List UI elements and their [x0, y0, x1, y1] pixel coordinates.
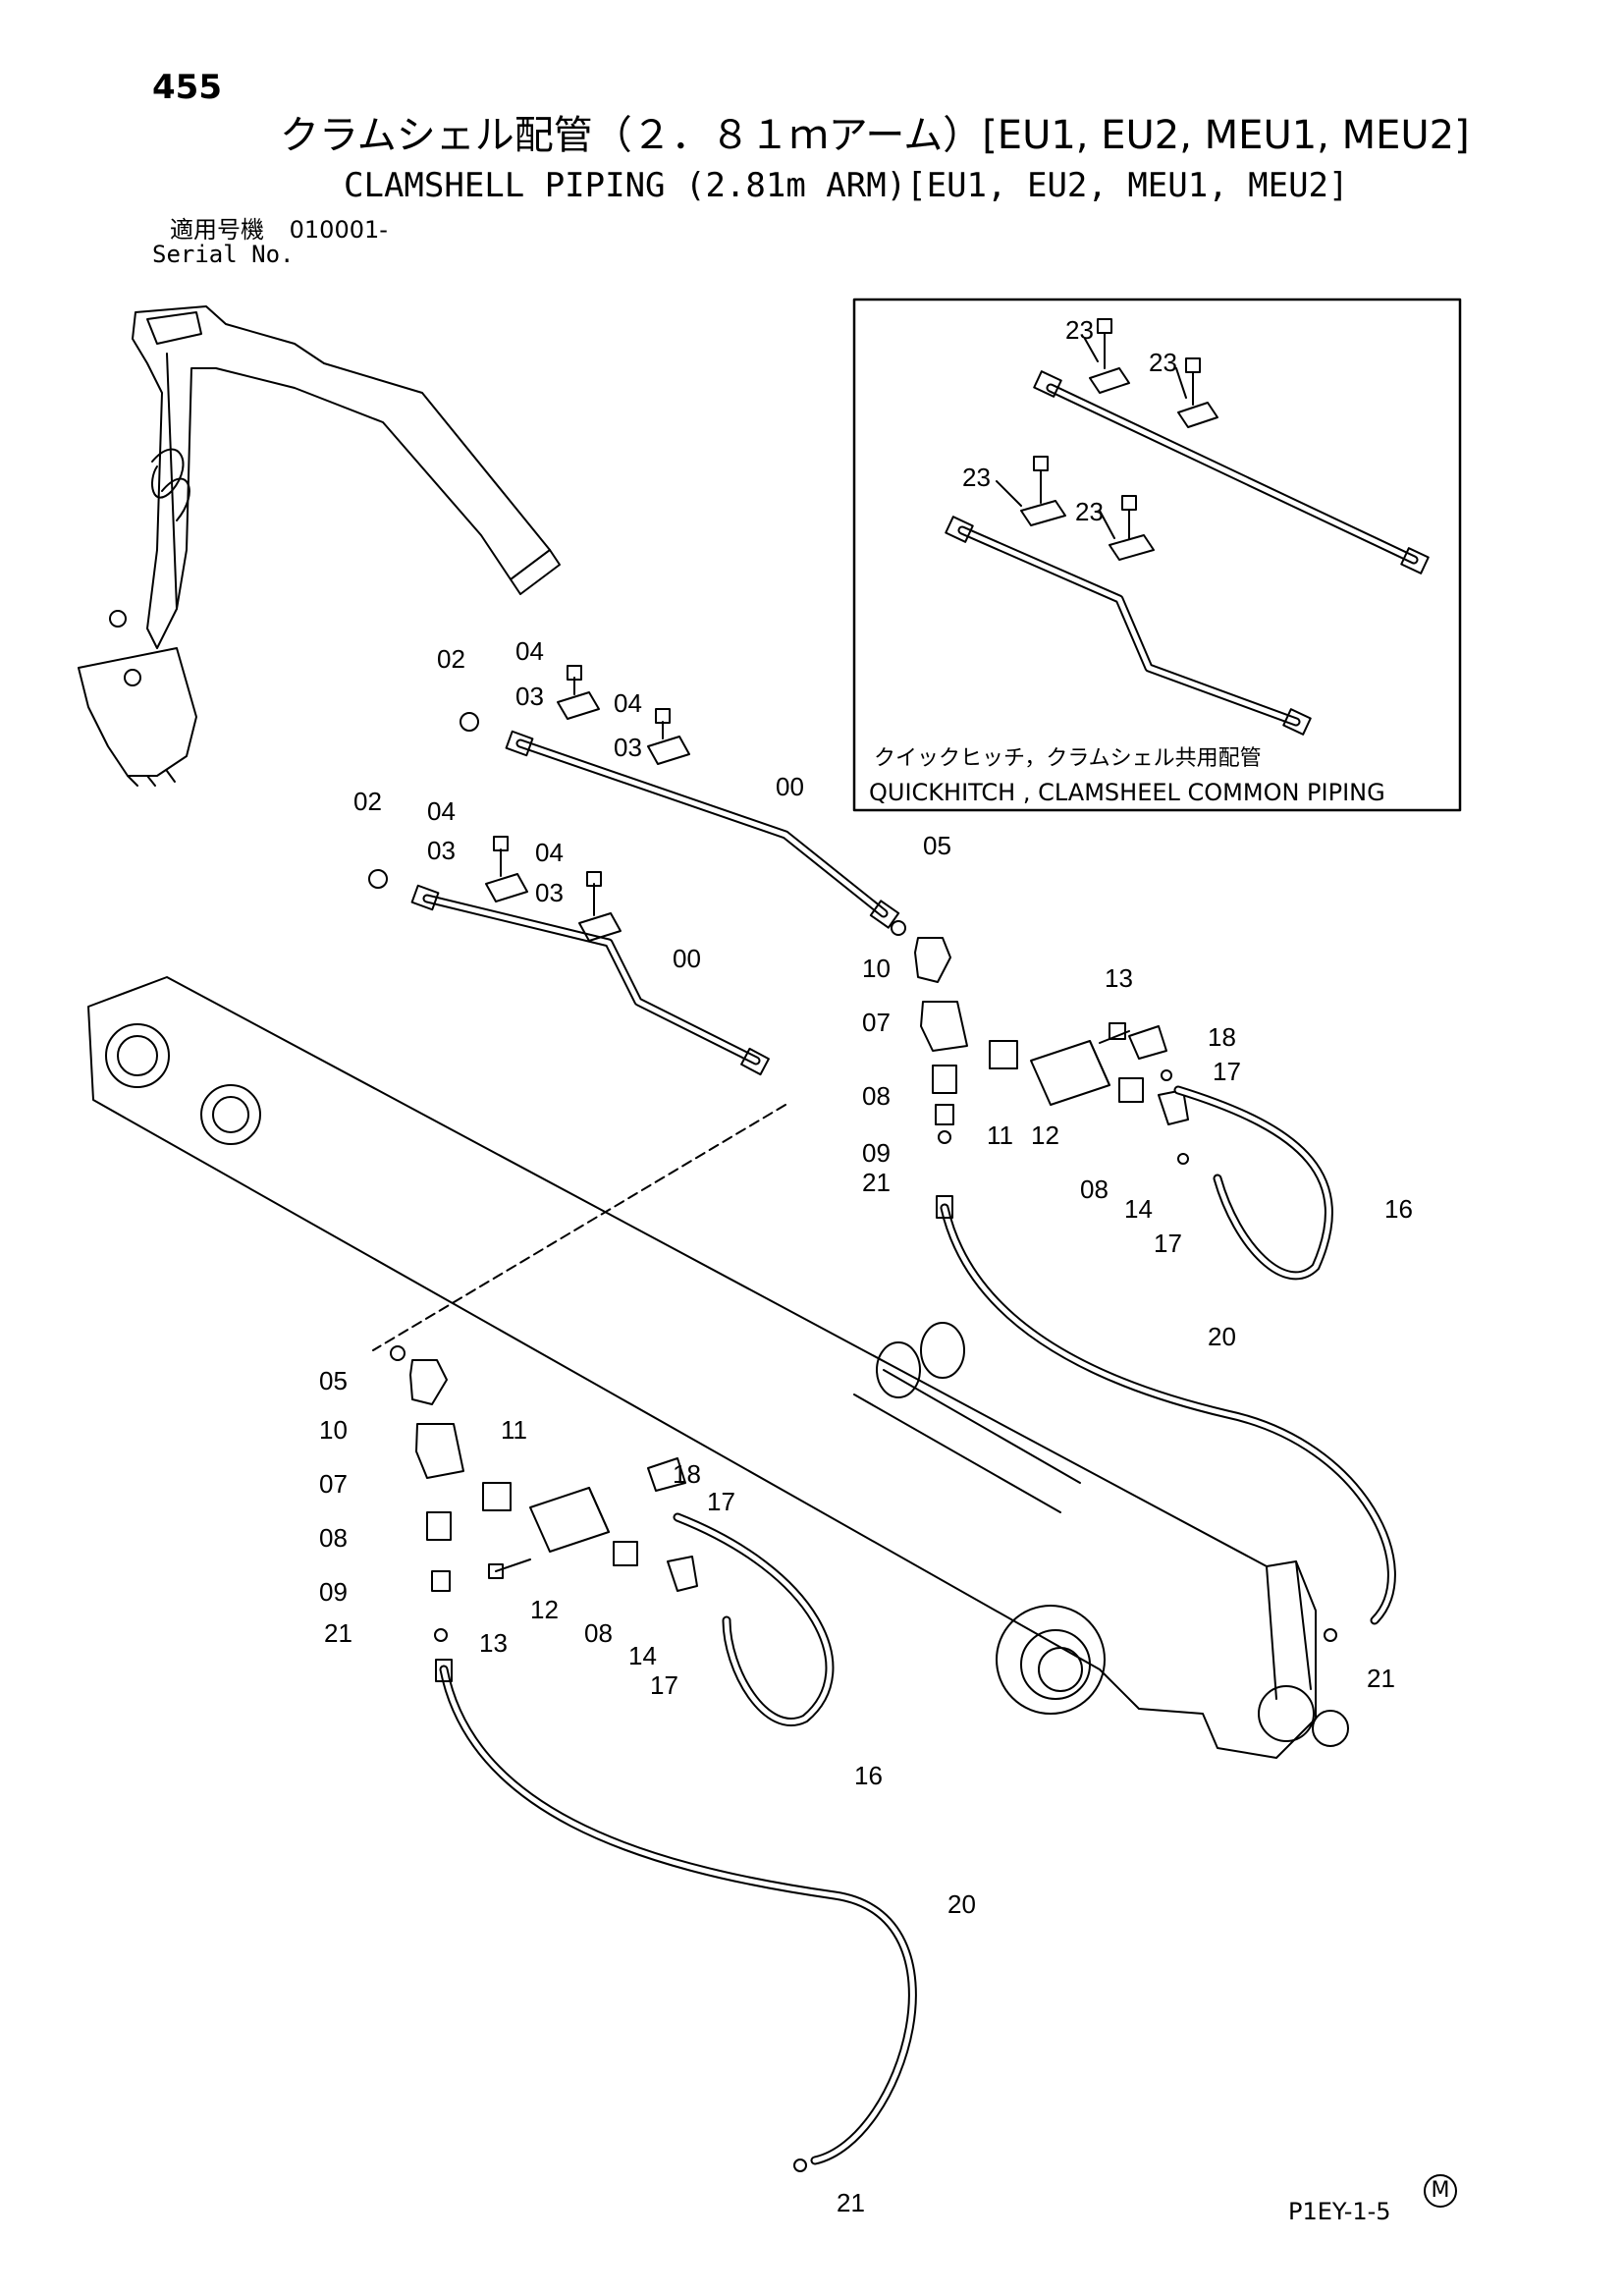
callout-08b: 08: [1080, 1175, 1109, 1204]
callout-03a: 03: [515, 682, 544, 711]
callout-18b: 18: [673, 1459, 701, 1489]
callout-13b: 13: [479, 1628, 508, 1658]
callout-00b: 00: [673, 944, 701, 973]
callout-17c: 17: [707, 1487, 735, 1516]
callout-09b: 09: [319, 1577, 348, 1607]
callout-03d: 03: [535, 878, 564, 907]
pipe-00-upper: [460, 665, 900, 929]
callout-17b: 17: [1154, 1229, 1182, 1258]
drawing-code: P1EY-1-5: [1288, 2198, 1391, 2225]
callout-12b: 12: [530, 1595, 559, 1624]
excavator-front-illustration: [78, 305, 561, 787]
callout-23d: 23: [1075, 497, 1104, 526]
callout-23c: 23: [962, 463, 991, 492]
callout-03c: 03: [427, 836, 456, 865]
callout-04a: 04: [515, 636, 544, 666]
callout-03b: 03: [614, 733, 642, 762]
callout-08d: 08: [584, 1618, 613, 1648]
callout-00a: 00: [776, 772, 804, 801]
callout-04b: 04: [614, 688, 642, 718]
callout-labels: 23 23 23 23 02 04 03 04 03 00 02 04 03 0…: [319, 315, 1413, 2217]
callout-07a: 07: [862, 1008, 891, 1037]
serial-label-jp-text: 適用号機: [170, 216, 264, 244]
callout-21d: 21: [837, 2188, 865, 2217]
callout-17a: 17: [1213, 1057, 1241, 1086]
arm-body-illustration: [87, 976, 1349, 1759]
callout-08a: 08: [862, 1081, 891, 1111]
inset-box: [852, 298, 1462, 812]
callout-11b: 11: [501, 1415, 527, 1445]
fitting-group-left: [390, 1345, 917, 2172]
serial-value: 010001-: [289, 216, 388, 244]
callout-20b: 20: [947, 1889, 976, 1919]
callout-08c: 08: [319, 1523, 348, 1553]
callout-14b: 14: [628, 1641, 657, 1670]
callout-02b: 02: [353, 787, 382, 816]
serial-label-japanese: 適用号機 010001-: [170, 218, 388, 242]
callout-10a: 10: [862, 954, 891, 983]
fitting-group-right: [891, 920, 1396, 1642]
callout-16a: 16: [1384, 1194, 1413, 1224]
callout-02a: 02: [437, 644, 465, 674]
revision-mark: M: [1424, 2174, 1457, 2208]
callout-07b: 07: [319, 1469, 348, 1499]
pipe-00-lower: [368, 836, 786, 1351]
callout-17d: 17: [650, 1670, 678, 1700]
callout-18a: 18: [1208, 1022, 1236, 1052]
callout-05a: 05: [923, 831, 951, 860]
callout-21b: 21: [324, 1618, 352, 1648]
callout-04d: 04: [535, 838, 564, 867]
inset-caption-japanese: クイックヒッチ，クラムシェル共用配管: [874, 746, 1262, 771]
title-english: CLAMSHELL PIPING (2.81m ARM)[EU1, EU2, M…: [344, 166, 1349, 205]
callout-23a: 23: [1065, 315, 1094, 345]
callout-21c: 21: [1367, 1664, 1395, 1693]
inset-caption-english: QUICKHITCH , CLAMSHEEL COMMON PIPING: [869, 779, 1385, 806]
callout-13a: 13: [1105, 963, 1133, 993]
title-japanese: クラムシェル配管（２．８１ｍアーム）[EU1, EU2, MEU1, MEU2]: [280, 113, 1470, 158]
callout-16b: 16: [854, 1761, 883, 1790]
page-number: 455: [152, 68, 222, 107]
callout-12a: 12: [1031, 1121, 1059, 1150]
callout-04c: 04: [427, 796, 456, 826]
callout-21a: 21: [862, 1168, 891, 1197]
callout-10b: 10: [319, 1415, 348, 1445]
callout-11a: 11: [987, 1121, 1013, 1150]
callout-05b: 05: [319, 1366, 348, 1395]
callout-20a: 20: [1208, 1322, 1236, 1351]
callout-23b: 23: [1149, 348, 1177, 377]
serial-label-english: Serial No.: [152, 241, 295, 268]
callout-09a: 09: [862, 1138, 891, 1168]
callout-14a: 14: [1124, 1194, 1153, 1224]
